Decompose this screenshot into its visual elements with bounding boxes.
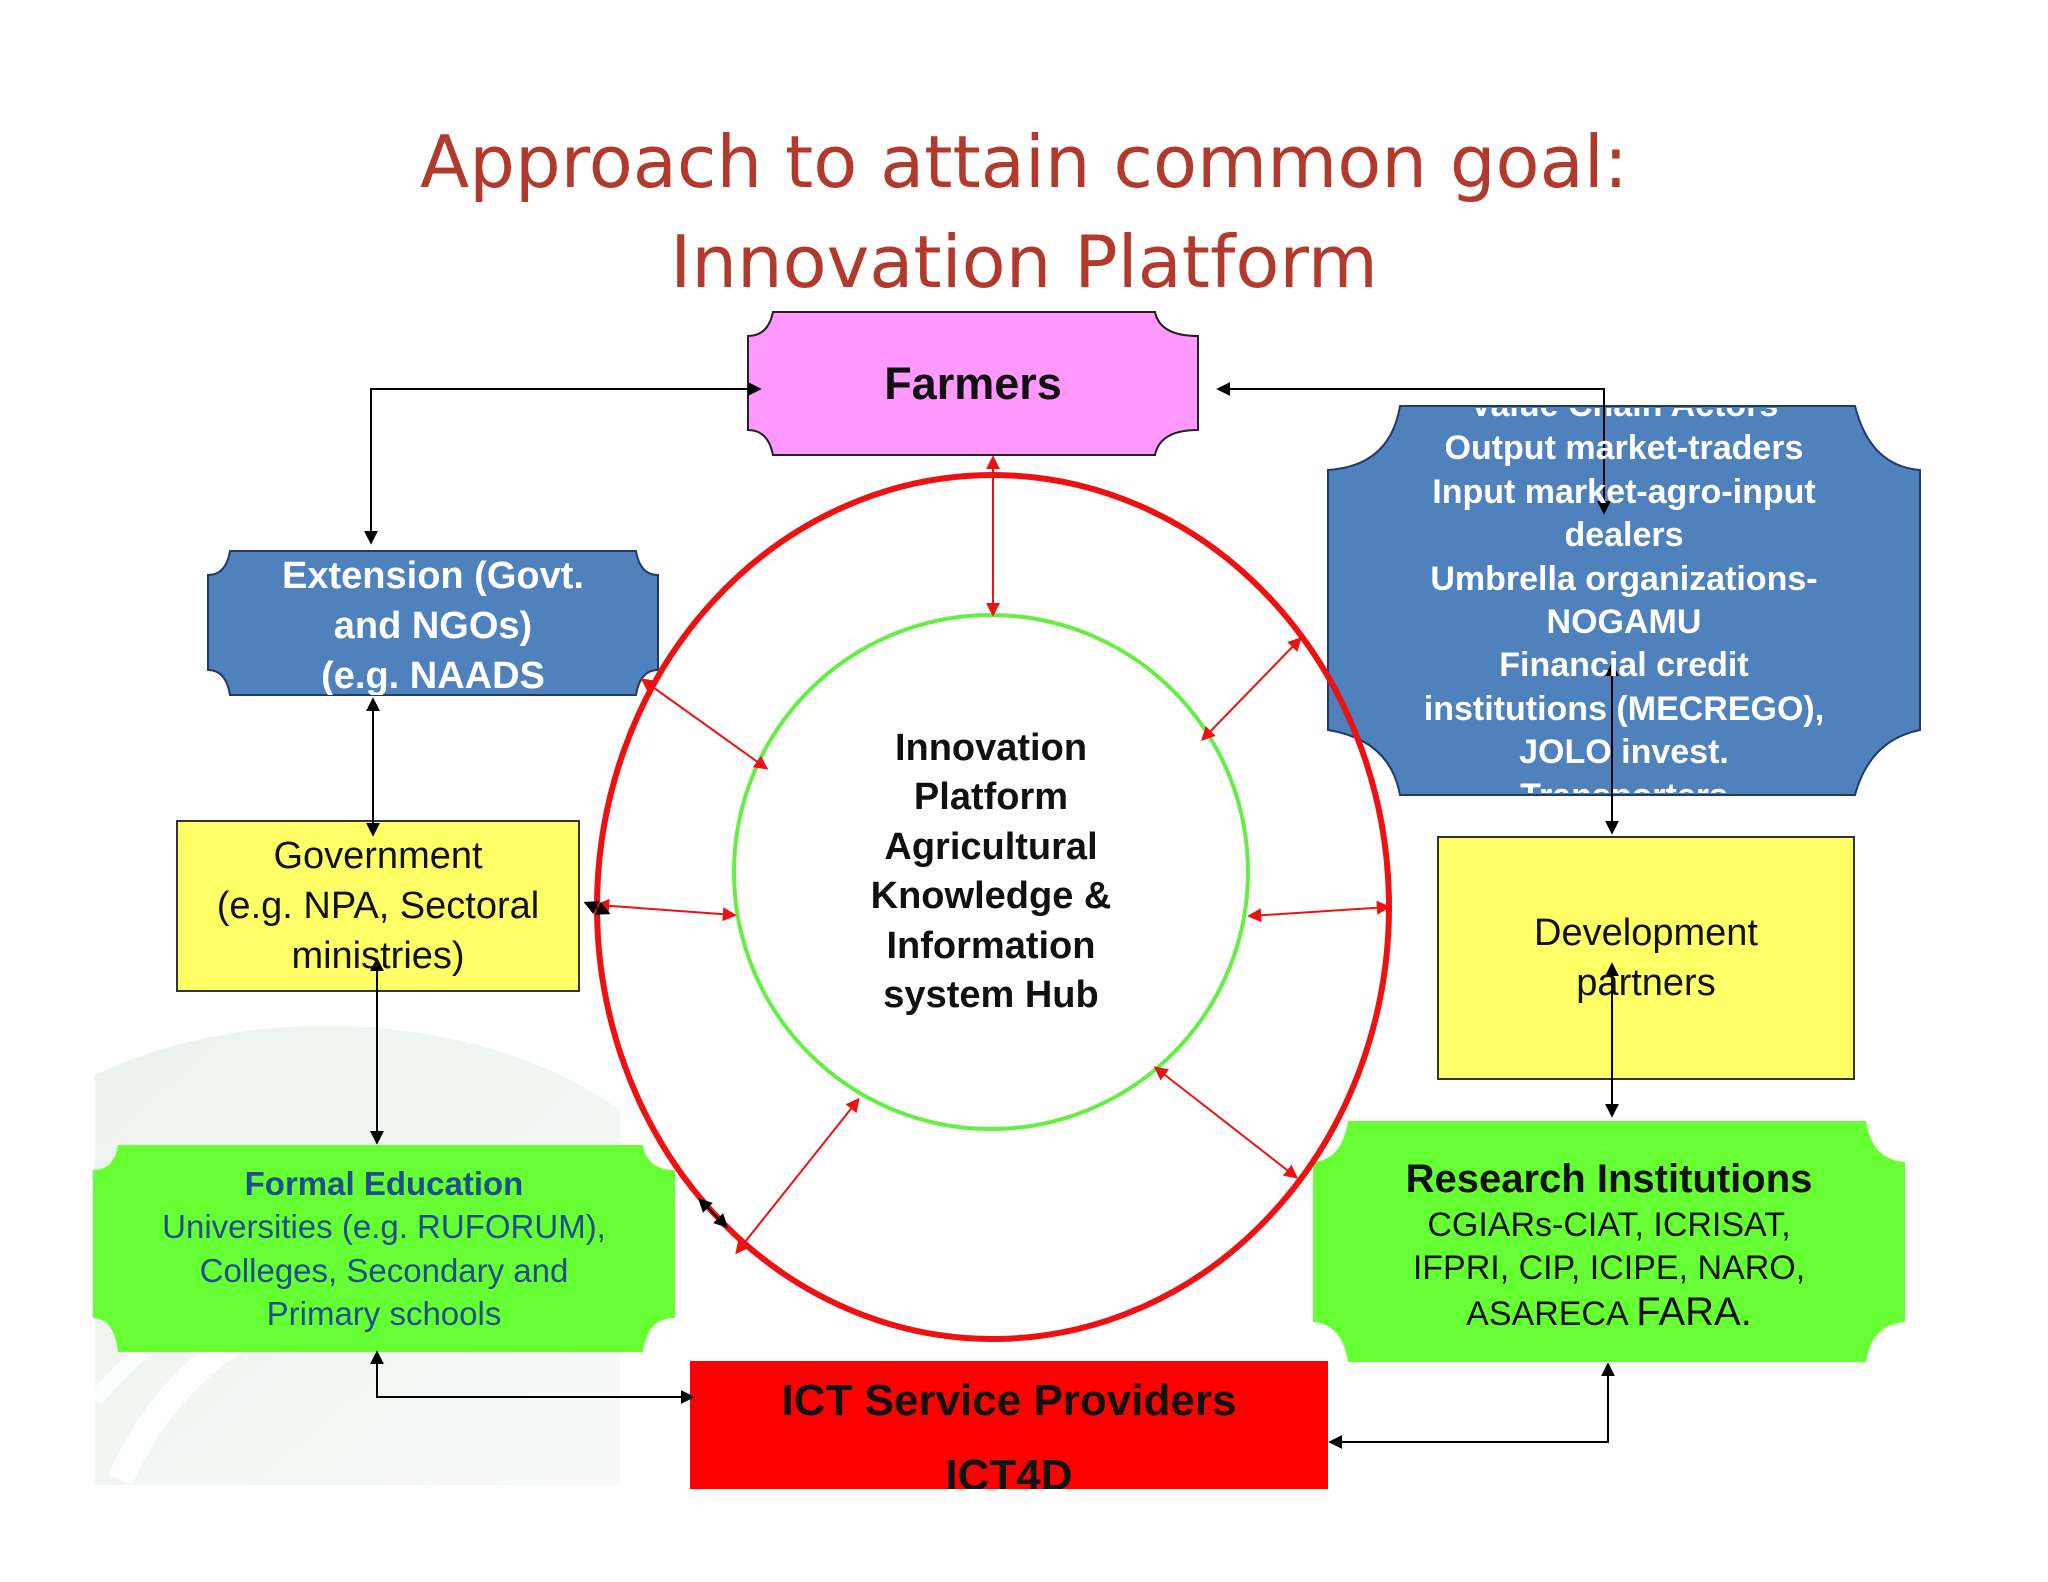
research-line-3-big: FARA.	[1636, 1289, 1752, 1334]
value-chain-line-8: institutions (MECREGO),	[1423, 689, 1825, 728]
title-line-2: Innovation Platform	[670, 220, 1378, 304]
research-text: Research Institutions CGIARs-CIAT, ICRIS…	[1313, 1128, 1905, 1362]
extension-box	[207, 550, 659, 696]
ict-line-2: ICT4D	[945, 1451, 1073, 1489]
arrow-extension-hub	[640, 678, 769, 770]
arrow-education-ict	[370, 1350, 695, 1404]
value-chain-line-5: Umbrella organizations-	[1430, 559, 1818, 598]
government-line-2: (e.g. NPA, Sectoral	[216, 885, 540, 927]
ict-providers-box	[690, 1361, 1328, 1489]
government-text: Government (e.g. NPA, Sectoral ministrie…	[177, 821, 579, 991]
farmers-label: Farmers	[884, 357, 1062, 409]
extension-line-2: and NGOs)	[333, 605, 533, 647]
arrow-development-hub	[1247, 900, 1391, 923]
value-chain-line-10: Transporters	[1424, 775, 1824, 793]
value-chain-line-9: JOLO invest.	[1519, 733, 1729, 772]
arrow-farmers-extension	[364, 382, 762, 545]
arrow-research-hub	[1153, 1066, 1299, 1179]
value-chain-line-2: Output market-traders	[1444, 429, 1804, 468]
value-chain-text: Value Chain Actors Output market-traders…	[1328, 408, 1920, 793]
research-line-3: ASARECA FARA.	[1466, 1289, 1752, 1337]
hub-line-6: system Hub	[883, 974, 1099, 1016]
title-line-1: Approach to attain common goal:	[420, 120, 1628, 204]
research-institutions-box	[1313, 1121, 1905, 1362]
hub-line-1: Innovation	[894, 726, 1088, 769]
arrow-ict-research	[1328, 1362, 1615, 1449]
value-chain-line-1: Value Chain Actors	[1424, 408, 1824, 427]
formal-education-text: Formal Education Universities (e.g. RUFO…	[93, 1145, 675, 1352]
farmers-box	[747, 311, 1199, 456]
farmers-label-box: Farmers	[748, 312, 1198, 455]
government-line-3: ministries)	[291, 935, 465, 977]
government-line-1: Government	[273, 835, 483, 877]
ict-line-1: ICT Service Providers	[781, 1376, 1237, 1425]
development-line-1: Development	[1534, 912, 1758, 954]
hub-line-4: Knowledge &	[870, 875, 1112, 917]
research-line-3-small: ASARECA	[1466, 1294, 1637, 1333]
arrow-value-chain-hub	[1201, 636, 1302, 742]
hub-arrows	[595, 455, 1391, 1255]
connector-arrows	[364, 382, 1619, 1449]
research-line-2: IFPRI, CIP, ICIPE, NARO,	[1412, 1249, 1806, 1288]
formal-education-line-2: Colleges, Secondary and	[199, 1251, 569, 1289]
formal-education-line-3: Primary schools	[266, 1295, 502, 1332]
hub-line-5: Information	[886, 924, 1096, 967]
value-chain-line-7: Financial credit	[1499, 646, 1749, 685]
arrow-government-hub	[595, 898, 737, 922]
extension-text: Extension (Govt. and NGOs) (e.g. NAADS	[208, 551, 658, 695]
formal-education-line-1: Universities (e.g. RUFORUM),	[162, 1208, 606, 1245]
development-line-2: partners	[1576, 962, 1716, 1004]
extension-line-3: (e.g. NAADS	[321, 655, 545, 695]
value-chain-line-4: dealers	[1564, 516, 1684, 555]
value-chain-line-3: Input market-agro-input	[1432, 472, 1816, 511]
research-line-1: CGIARs-CIAT, ICRISAT,	[1427, 1205, 1791, 1244]
hub-line-3: Agricultural	[884, 825, 1098, 868]
hub-text: Innovation Platform Agricultural Knowled…	[791, 722, 1191, 1022]
arrow-farmers-value-chain	[1216, 382, 1611, 515]
arrow-education-hub	[735, 1097, 860, 1255]
research-heading: Research Institutions	[1405, 1156, 1813, 1201]
development-text: Development partners	[1438, 837, 1854, 1079]
value-chain-line-6: NOGAMU	[1546, 603, 1702, 642]
ict-text: ICT Service Providers ICT4D	[690, 1361, 1328, 1489]
hub-line-2: Platform	[913, 776, 1069, 818]
development-partners-box	[1437, 836, 1855, 1080]
formal-education-heading: Formal Education	[244, 1164, 524, 1202]
arrow-government-ring	[583, 901, 611, 915]
extension-line-1: Extension (Govt.	[282, 555, 584, 597]
arrow-education-ring	[698, 1198, 728, 1228]
formal-education-box	[93, 1145, 675, 1352]
